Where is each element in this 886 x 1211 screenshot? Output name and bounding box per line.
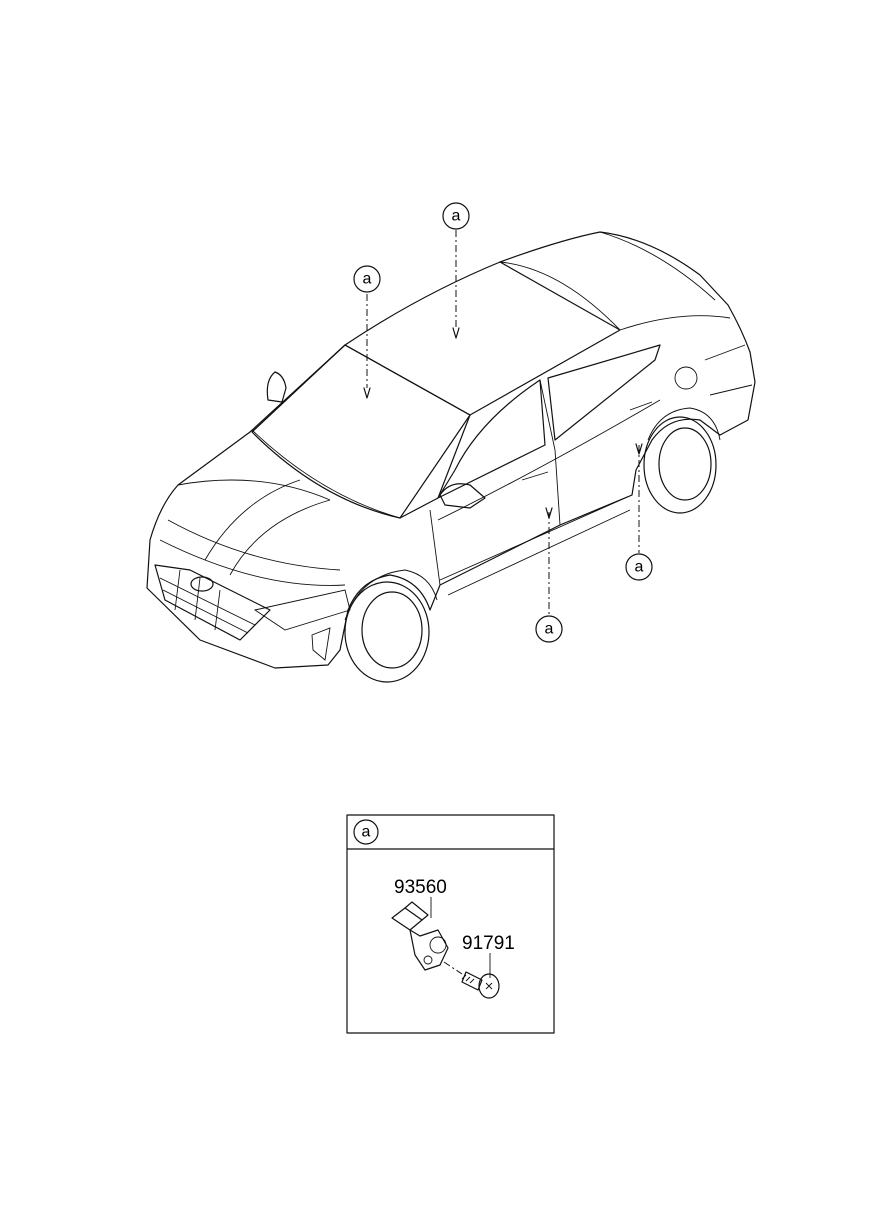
detail-box: a 93560 91791 <box>346 814 555 1034</box>
detail-box-header-callout: a <box>353 819 379 845</box>
svg-text:a: a <box>452 208 461 225</box>
car-illustration <box>146 231 756 683</box>
svg-text:a: a <box>363 271 372 288</box>
svg-text:a: a <box>635 559 644 576</box>
callout-front-door: a <box>535 615 563 643</box>
svg-text:a: a <box>362 824 371 841</box>
part-number-91791: 91791 <box>462 933 515 954</box>
door-switch-part <box>391 901 449 971</box>
callout-roof-center: a <box>442 202 470 230</box>
part-number-93560: 93560 <box>394 877 447 898</box>
callout-leader-front-door <box>545 507 553 616</box>
callout-leader-roof-center <box>452 230 460 339</box>
callout-rear-door: a <box>625 553 653 581</box>
screw-part <box>443 961 500 999</box>
callout-leader-roof-front <box>363 294 371 399</box>
callout-leader-rear-door <box>635 443 643 553</box>
callout-roof-front: a <box>353 265 381 293</box>
svg-text:a: a <box>545 621 554 638</box>
